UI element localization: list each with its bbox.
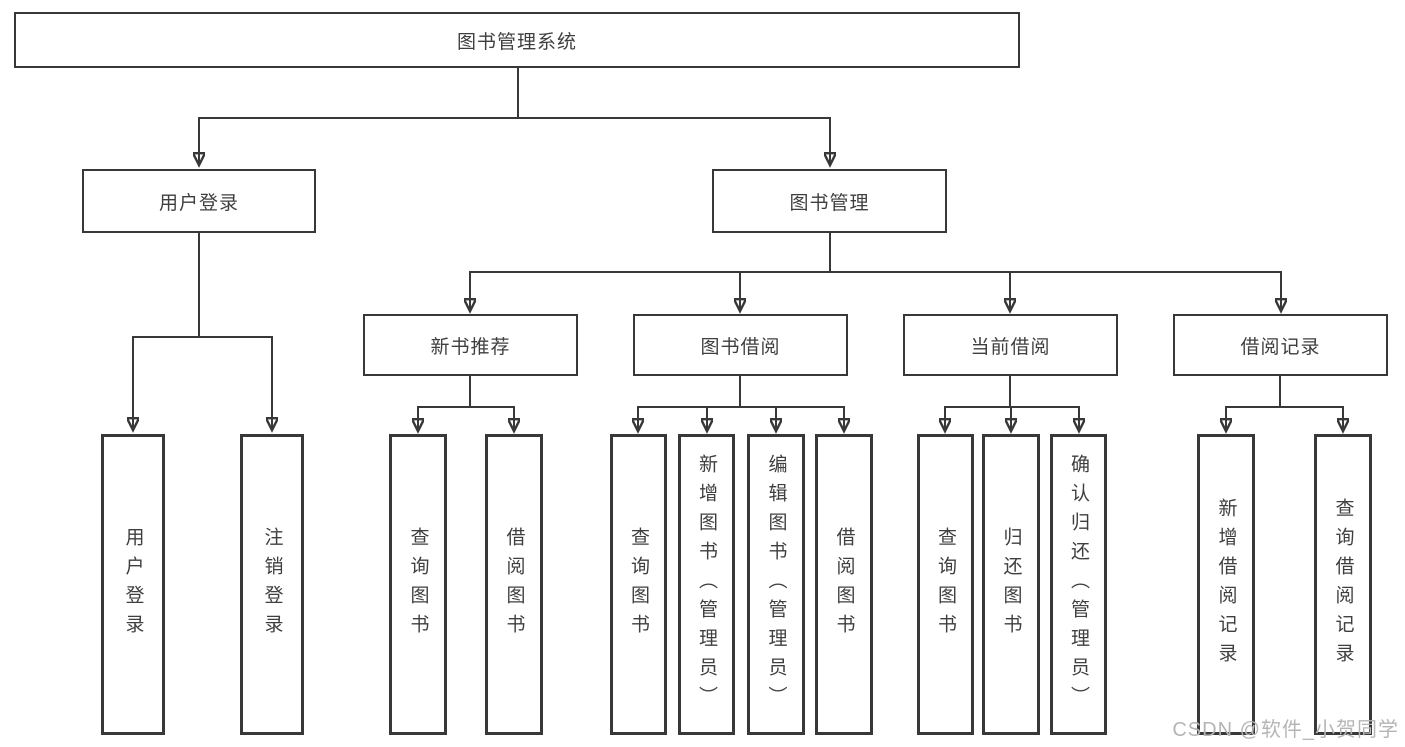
connector-borrowing-records-to-leaves bbox=[1225, 376, 1344, 430]
node-current-borrowing: 当前借阅 bbox=[903, 314, 1118, 376]
leaf-logout: 注销登录 bbox=[240, 434, 304, 735]
leaf-current-return-books: 归还图书 bbox=[982, 434, 1040, 735]
leaf-records-query-record: 查询借阅记录 bbox=[1314, 434, 1372, 735]
leaf-newbooks-query-books: 查询图书 bbox=[389, 434, 447, 735]
connector-new-books-to-leaves bbox=[417, 376, 515, 430]
connector-book-borrowing-to-leaves bbox=[637, 376, 845, 430]
node-new-book-recommendation: 新书推荐 bbox=[363, 314, 578, 376]
node-root: 图书管理系统 bbox=[14, 12, 1020, 68]
leaf-borrowing-borrow-books: 借阅图书 bbox=[815, 434, 873, 735]
node-book-management: 图书管理 bbox=[712, 169, 947, 233]
leaf-user-login: 用户登录 bbox=[101, 434, 165, 735]
leaf-current-confirm-return-admin: 确认归还（管理员） bbox=[1050, 434, 1107, 735]
node-borrowing-records: 借阅记录 bbox=[1173, 314, 1388, 376]
leaf-borrowing-query-books: 查询图书 bbox=[610, 434, 667, 735]
connector-user-login-to-leaves bbox=[132, 233, 273, 429]
node-book-borrowing: 图书借阅 bbox=[633, 314, 848, 376]
leaf-newbooks-borrow-books: 借阅图书 bbox=[485, 434, 543, 735]
connector-book-management-to-level2 bbox=[469, 233, 1282, 310]
connector-root-to-level1 bbox=[198, 68, 831, 164]
connector-current-borrowing-to-leaves bbox=[944, 376, 1080, 430]
node-user-login: 用户登录 bbox=[82, 169, 316, 233]
leaf-records-add-record: 新增借阅记录 bbox=[1197, 434, 1255, 735]
leaf-current-query-books: 查询图书 bbox=[917, 434, 974, 735]
watermark: CSDN @软件_小贺同学 bbox=[1172, 719, 1399, 741]
leaf-borrowing-edit-book-admin: 编辑图书（管理员） bbox=[747, 434, 805, 735]
leaf-borrowing-add-book-admin: 新增图书（管理员） bbox=[678, 434, 735, 735]
